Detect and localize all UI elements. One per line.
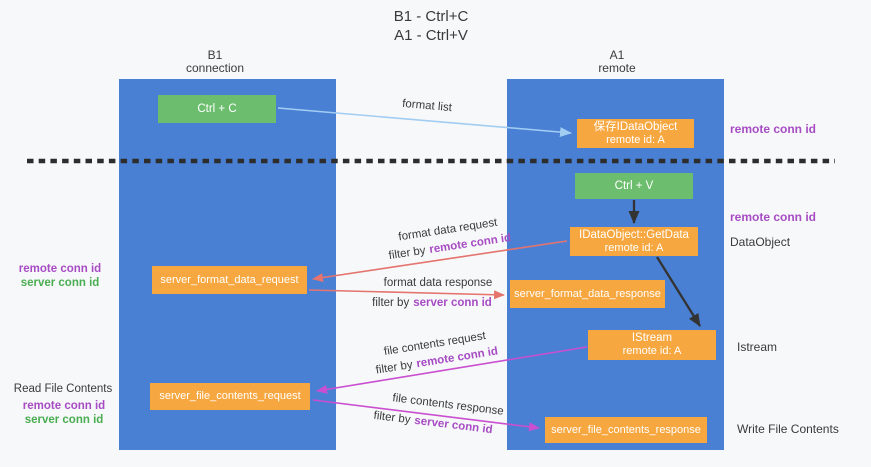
server-format-data-response-label: server_format_data_response [514, 287, 661, 300]
server-format-data-request-node: server_format_data_request [152, 266, 307, 294]
diagram-title: B1 - Ctrl+C A1 - Ctrl+V [336, 7, 526, 45]
filter-by-text-3: filter by [374, 358, 414, 377]
istream-annotation: Istream [737, 340, 778, 354]
read-file-contents-annotation: Read File Contents [13, 383, 113, 395]
server-format-data-request-label: server_format_data_request [160, 273, 299, 286]
dataobject-annotation: DataObject [730, 235, 791, 249]
istream-line1: IStream [631, 332, 673, 344]
lane-header-a1: A1 remote [547, 49, 687, 75]
istream-line2: remote id: A [622, 345, 682, 357]
format-list-label: format list [401, 97, 453, 115]
server-conn-id-left-1: server conn id [20, 276, 100, 289]
server-file-contents-request-node: server_file_contents_request [150, 383, 310, 410]
write-file-contents-annotation: Write File Contents [737, 422, 839, 436]
getdata-line2: remote id: A [604, 241, 664, 254]
remote-conn-id-annotation-top: remote conn id [730, 122, 817, 136]
lane-b1-subtitle: connection [185, 61, 245, 75]
title-line-2: A1 - Ctrl+V [394, 27, 468, 44]
filter-by-text-4: filter by [372, 409, 412, 427]
server-conn-id-text-1: server conn id [413, 297, 492, 309]
save-idataobject-node: 保存IDataObject remote id: A [577, 119, 694, 148]
format-data-response-label: format data response [383, 277, 493, 289]
lane-b1-name: B1 [207, 48, 223, 62]
server-conn-id-left-2: server conn id [24, 413, 104, 426]
server-file-contents-request-label: server_file_contents_request [159, 390, 301, 402]
idataobject-getdata-node: IDataObject::GetData remote id: A [570, 227, 698, 256]
ctrl-v-label: Ctrl + V [614, 179, 654, 192]
remote-conn-id-left-1: remote conn id [18, 263, 102, 275]
left-conn-id-annotation-bottom: remote conn id server conn id [12, 400, 116, 427]
istream-node: IStream remote id: A [588, 330, 716, 360]
ctrl-c-label: Ctrl + C [197, 102, 237, 115]
filter-by-text-1: filter by [387, 244, 427, 263]
remote-conn-id-annotation-mid: remote conn id [730, 210, 817, 224]
filter-by-text-2: filter by [372, 297, 410, 309]
server-file-contents-response-label: server_file_contents_response [551, 423, 701, 436]
ctrl-c-node: Ctrl + C [158, 95, 276, 123]
getdata-line1: IDataObject::GetData [579, 228, 689, 241]
ctrl-v-node: Ctrl + V [575, 173, 693, 199]
format-data-response-arrow [308, 289, 505, 300]
save-idataobject-line1: 保存IDataObject [593, 120, 678, 133]
server-file-contents-response-node: server_file_contents_response [545, 417, 707, 443]
lane-a1-subtitle: remote [598, 61, 636, 75]
left-conn-id-annotation-top: remote conn id server conn id [8, 263, 112, 290]
remote-conn-id-left-2: remote conn id [22, 400, 106, 412]
server-format-data-response-node: server_format_data_response [510, 280, 665, 308]
lane-a1-name: A1 [609, 48, 625, 62]
save-idataobject-line2: remote id: A [606, 133, 665, 146]
server-conn-id-text-2: server conn id [413, 414, 494, 437]
lane-header-b1: B1 connection [145, 49, 285, 75]
title-line-1: B1 - Ctrl+C [393, 8, 469, 25]
